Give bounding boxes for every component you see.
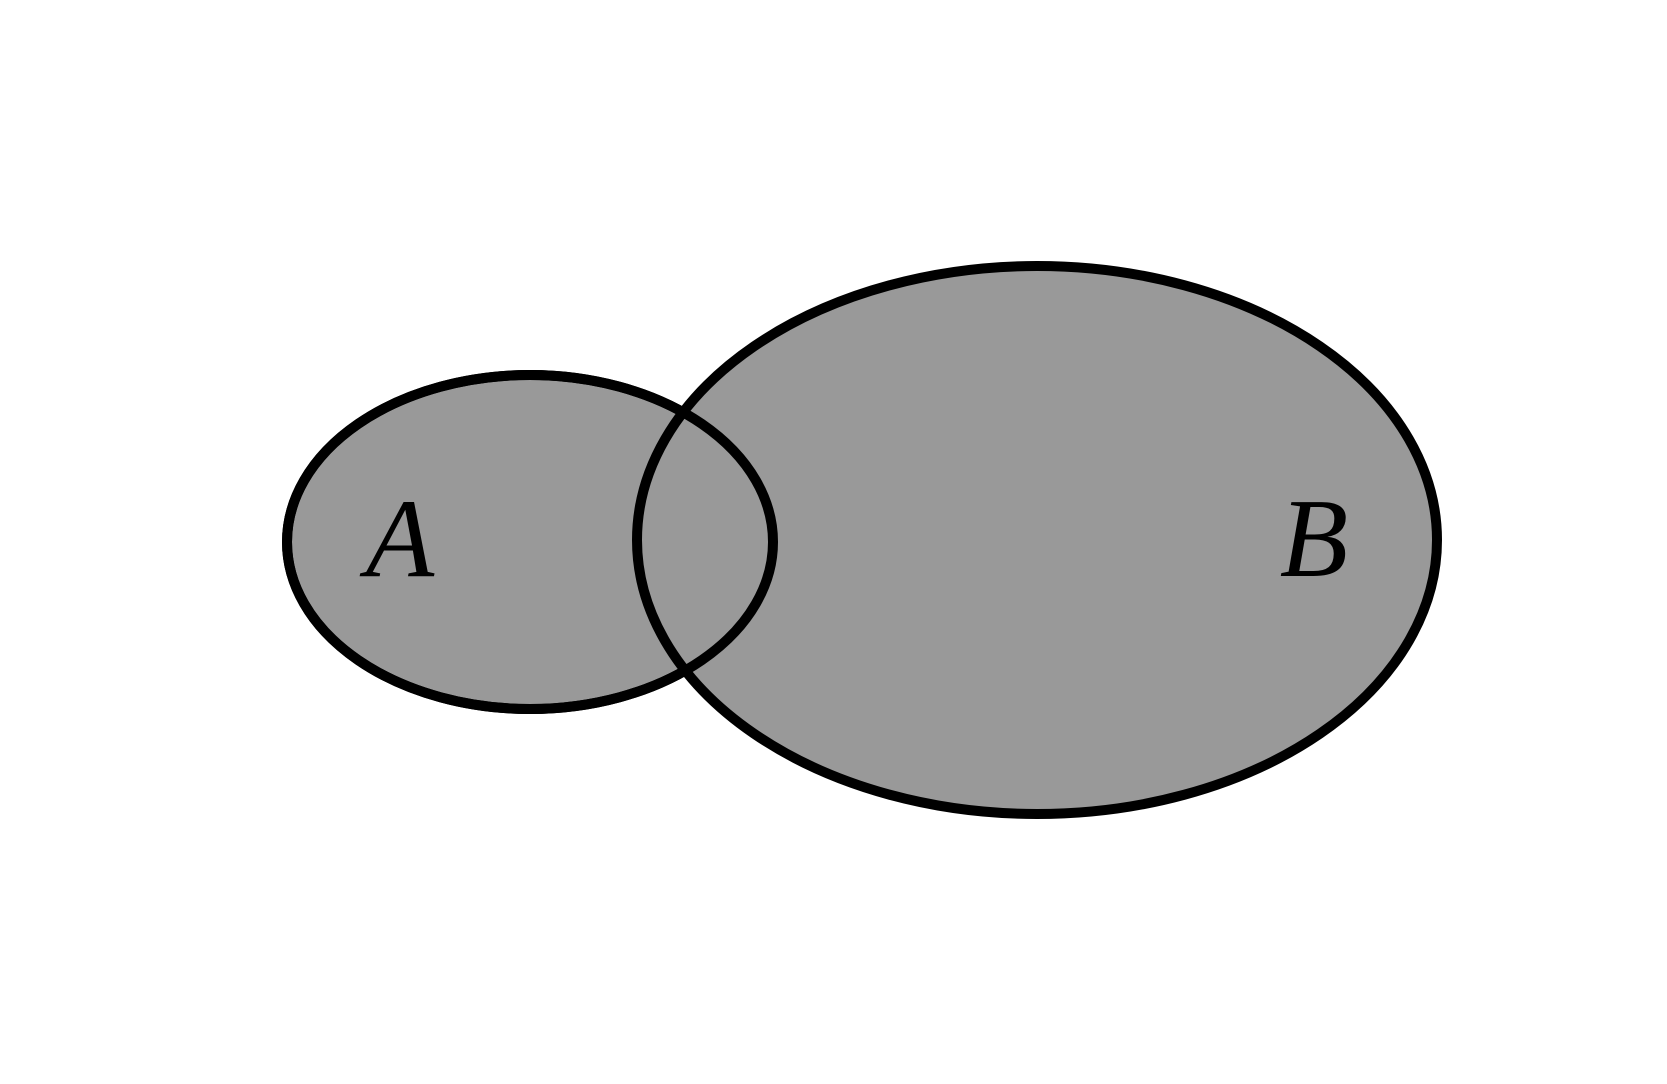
set-a-outline bbox=[282, 370, 778, 714]
set-b-shape bbox=[632, 261, 1442, 819]
set-b-label: B bbox=[1280, 477, 1348, 601]
set-a-label: A bbox=[359, 477, 435, 601]
